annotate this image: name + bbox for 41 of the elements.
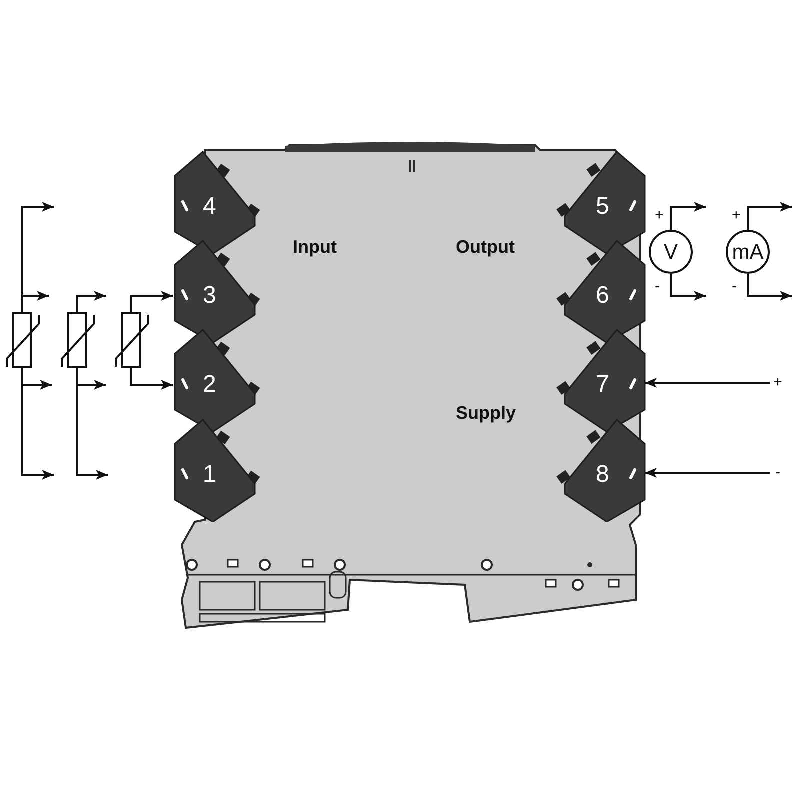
wire-arrow bbox=[670, 202, 706, 230]
terminal-block bbox=[173, 150, 257, 254]
resistor-body bbox=[67, 312, 87, 368]
terminal-number: 3 bbox=[203, 284, 216, 308]
section-label: Input bbox=[293, 238, 337, 256]
wire-arrow bbox=[130, 291, 173, 312]
wire-arrow bbox=[76, 291, 106, 312]
terminal-block bbox=[173, 239, 257, 343]
terminal-block bbox=[173, 328, 257, 432]
meter-symbol: mA bbox=[732, 242, 764, 262]
terminal-block bbox=[563, 150, 647, 254]
wire-arrow bbox=[76, 368, 108, 480]
wire-arrow bbox=[670, 274, 706, 301]
wire-arrow bbox=[645, 378, 770, 388]
polarity-sign: + bbox=[732, 208, 741, 223]
wire-arrow bbox=[645, 468, 770, 478]
polarity-sign: + bbox=[655, 208, 664, 223]
terminal-number: 8 bbox=[596, 463, 610, 487]
wire-arrow bbox=[747, 202, 792, 230]
polarity-sign: - bbox=[770, 461, 786, 485]
resistor-body bbox=[121, 312, 141, 368]
terminal-number: 5 bbox=[596, 195, 610, 219]
terminal-block bbox=[173, 418, 257, 522]
terminal-number: 4 bbox=[203, 195, 216, 219]
resistor-body bbox=[12, 312, 32, 368]
section-label: Output bbox=[456, 238, 515, 256]
polarity-sign: - bbox=[655, 279, 660, 294]
terminal-number: 2 bbox=[203, 373, 216, 397]
terminal-block bbox=[563, 239, 647, 343]
wire-arrow bbox=[130, 368, 173, 390]
polarity-sign: - bbox=[732, 279, 737, 294]
meter-symbol: V bbox=[664, 242, 678, 262]
terminal-number: 6 bbox=[596, 284, 610, 308]
wire-arrow bbox=[747, 274, 792, 301]
terminal-block bbox=[563, 418, 647, 522]
terminal-block bbox=[563, 328, 647, 432]
section-label: Supply bbox=[456, 404, 516, 422]
terminal-number: 7 bbox=[596, 373, 610, 397]
polarity-sign: + bbox=[770, 371, 786, 395]
terminal-number: 1 bbox=[203, 463, 216, 487]
wire-arrow bbox=[21, 291, 49, 312]
